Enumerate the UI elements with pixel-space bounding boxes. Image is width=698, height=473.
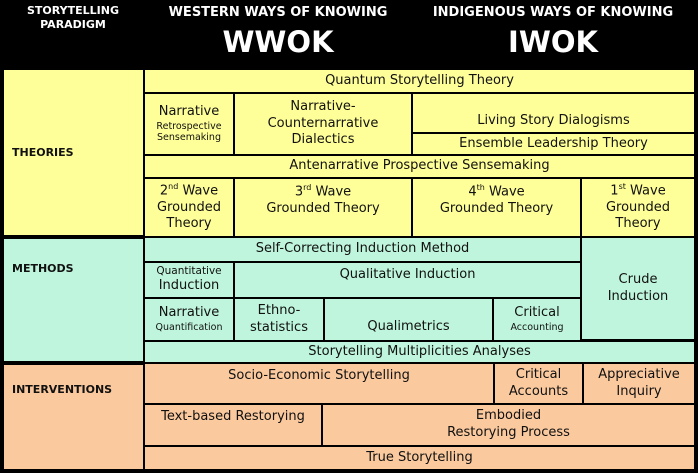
second-wave-grounded-theory: 2nd Wave Grounded Theory: [143, 177, 235, 238]
row-label-interventions: INTERVENTIONS: [2, 363, 145, 471]
self-correcting-induction-method: Self-Correcting Induction Method: [143, 236, 582, 263]
wwok-header: WESTERN WAYS OF KNOWING WWOK: [146, 5, 410, 59]
critical-accounting: Critical Accounting: [492, 297, 582, 342]
wwok-full: WESTERN WAYS OF KNOWING: [168, 5, 388, 20]
third-wave-grounded-theory: 3rd Wave Grounded Theory: [233, 177, 413, 238]
true-storytelling: True Storytelling: [143, 445, 696, 471]
qualitative-induction: Qualitative Induction: [233, 261, 582, 299]
wwok-abbr: WWOK: [222, 25, 334, 59]
qualimetrics: Qualimetrics: [323, 297, 494, 342]
embodied-restorying-process: Embodied Restorying Process: [321, 403, 696, 447]
critical-accounts: Critical Accounts: [493, 362, 584, 405]
ethnostatistics: Ethno- statistics: [233, 297, 325, 342]
iwok-header: INDIGENOUS WAYS OF KNOWING IWOK: [414, 5, 692, 59]
paradigm-line2: PARADIGM: [40, 18, 106, 32]
antenarrative-prospective-sensemaking: Antenarrative Prospective Sensemaking: [143, 154, 696, 179]
socio-economic-storytelling: Socio-Economic Storytelling: [143, 362, 495, 405]
quantum-storytelling-theory: Quantum Storytelling Theory: [143, 68, 696, 94]
iwok-full: INDIGENOUS WAYS OF KNOWING: [432, 5, 674, 20]
quantitative-induction: Quantitative Induction: [143, 261, 235, 299]
storytelling-multiplicities-analyses: Storytelling Multiplicities Analyses: [143, 340, 696, 364]
appreciative-inquiry: Appreciative Inquiry: [582, 362, 696, 405]
living-story-dialogisms: Living Story Dialogisms: [411, 92, 696, 134]
ensemble-leadership-theory: Ensemble Leadership Theory: [411, 132, 696, 156]
first-wave-grounded-theory: 1st Wave Grounded Theory: [580, 177, 696, 238]
narrative-quantification: Narrative Quantification: [143, 297, 235, 342]
paradigm-header: STORYTELLING PARADIGM: [4, 4, 142, 33]
paradigm-line1: STORYTELLING: [27, 4, 119, 17]
narrative-counternarrative-dialectics: Narrative- Counternarrative Dialectics: [233, 92, 413, 156]
fourth-wave-grounded-theory: 4th Wave Grounded Theory: [411, 177, 582, 238]
crude-induction: Crude Induction: [580, 236, 696, 341]
row-label-theories: THEORIES: [2, 68, 145, 237]
text-based-restorying: Text-based Restorying: [143, 403, 323, 447]
row-label-methods: METHODS: [2, 237, 145, 363]
iwok-abbr: IWOK: [508, 25, 598, 59]
narrative-retrospective-sensemaking: Narrative Retrospective Sensemaking: [143, 92, 235, 156]
